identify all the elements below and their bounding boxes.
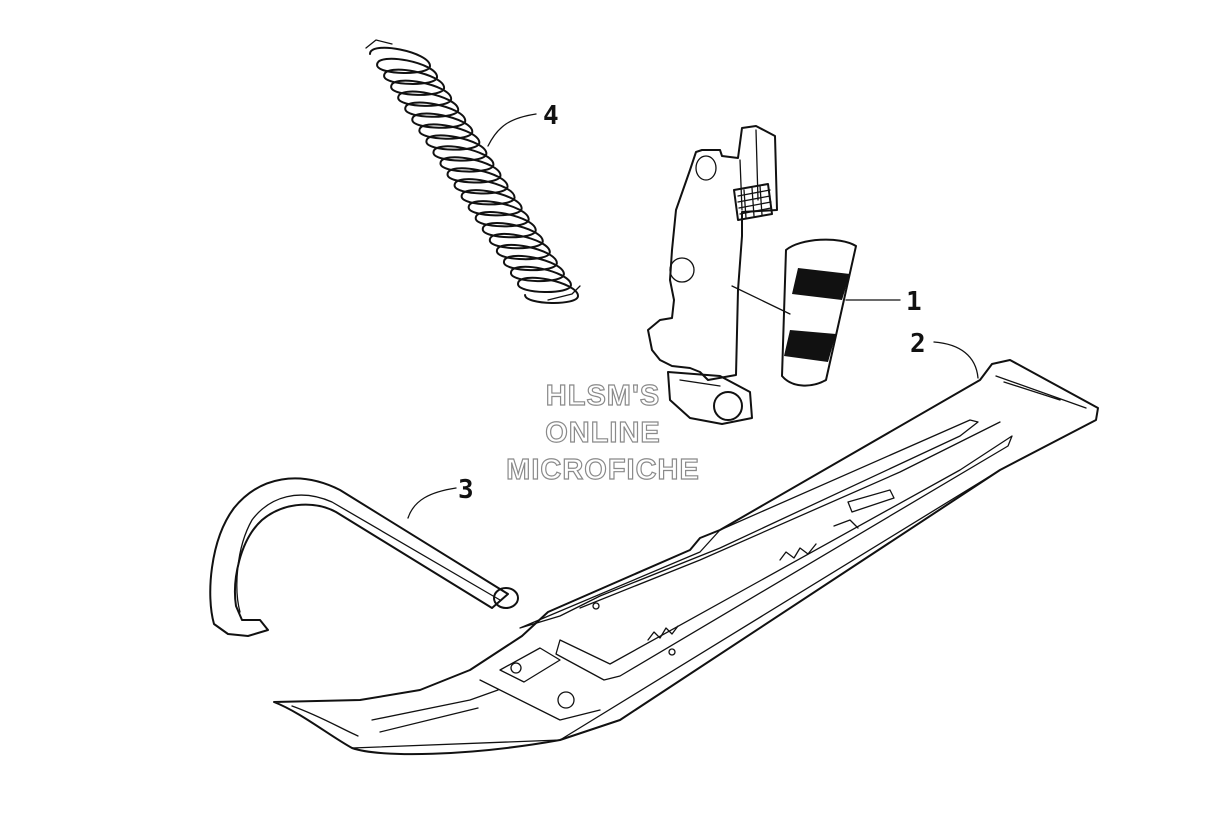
spring-part	[365, 39, 581, 304]
ski-bottom-edge	[351, 469, 1001, 749]
leader-lines	[407, 113, 979, 519]
ski-rear-box	[847, 489, 895, 513]
spring-coil-path	[369, 46, 579, 304]
ski-bolt-hole	[557, 691, 575, 709]
leader-3	[407, 487, 457, 519]
ski-clip-marks	[647, 519, 859, 641]
bracket-hole-middle	[669, 257, 695, 283]
wear-bar-stripe-2	[784, 330, 836, 362]
adjuster-knob	[733, 183, 773, 221]
callout-3: 3	[458, 475, 474, 505]
ski-top-rail	[519, 419, 979, 629]
ski-front-slots	[291, 689, 499, 737]
ski-outline	[273, 359, 1099, 756]
spring-end-top	[365, 39, 393, 49]
watermark: HLSM'S ONLINE MICROFICHE	[506, 379, 700, 486]
ski-tip-detail	[995, 375, 1087, 409]
ski-loop-part	[209, 477, 519, 637]
watermark-line-2: ONLINE	[545, 417, 661, 449]
spring-end-bottom	[547, 285, 581, 301]
wear-bar-leader	[731, 285, 791, 315]
ski-loop-inner	[236, 494, 501, 613]
watermark-line-1: HLSM'S	[546, 380, 660, 412]
wear-bar-part	[731, 238, 857, 387]
callout-1: 1	[906, 287, 922, 317]
bracket-inner-edge	[739, 129, 759, 211]
ski-loop-outer	[209, 477, 509, 637]
bracket-outline	[647, 125, 778, 381]
ski-inner-rail	[579, 421, 1001, 609]
watermark-line-3: MICROFICHE	[506, 454, 700, 486]
ski-keel-left	[555, 435, 1013, 681]
spindle-bracket	[647, 125, 778, 425]
leader-4	[487, 113, 537, 147]
ski-part	[273, 359, 1099, 756]
ski-rivet-1	[510, 662, 522, 674]
callout-4: 4	[543, 101, 559, 131]
spring-coils	[369, 46, 579, 304]
bracket-boss	[667, 371, 753, 425]
ski-rivet-2	[592, 602, 600, 610]
wear-bar-stripe-1	[792, 268, 850, 300]
wear-bar-outline	[781, 238, 857, 387]
bracket-hole-top	[695, 155, 717, 181]
ski-rivet-3	[668, 648, 676, 656]
ski-loop-end	[493, 587, 519, 609]
callout-2: 2	[910, 329, 926, 359]
ski-saddle	[479, 647, 601, 721]
leader-2	[933, 341, 979, 379]
